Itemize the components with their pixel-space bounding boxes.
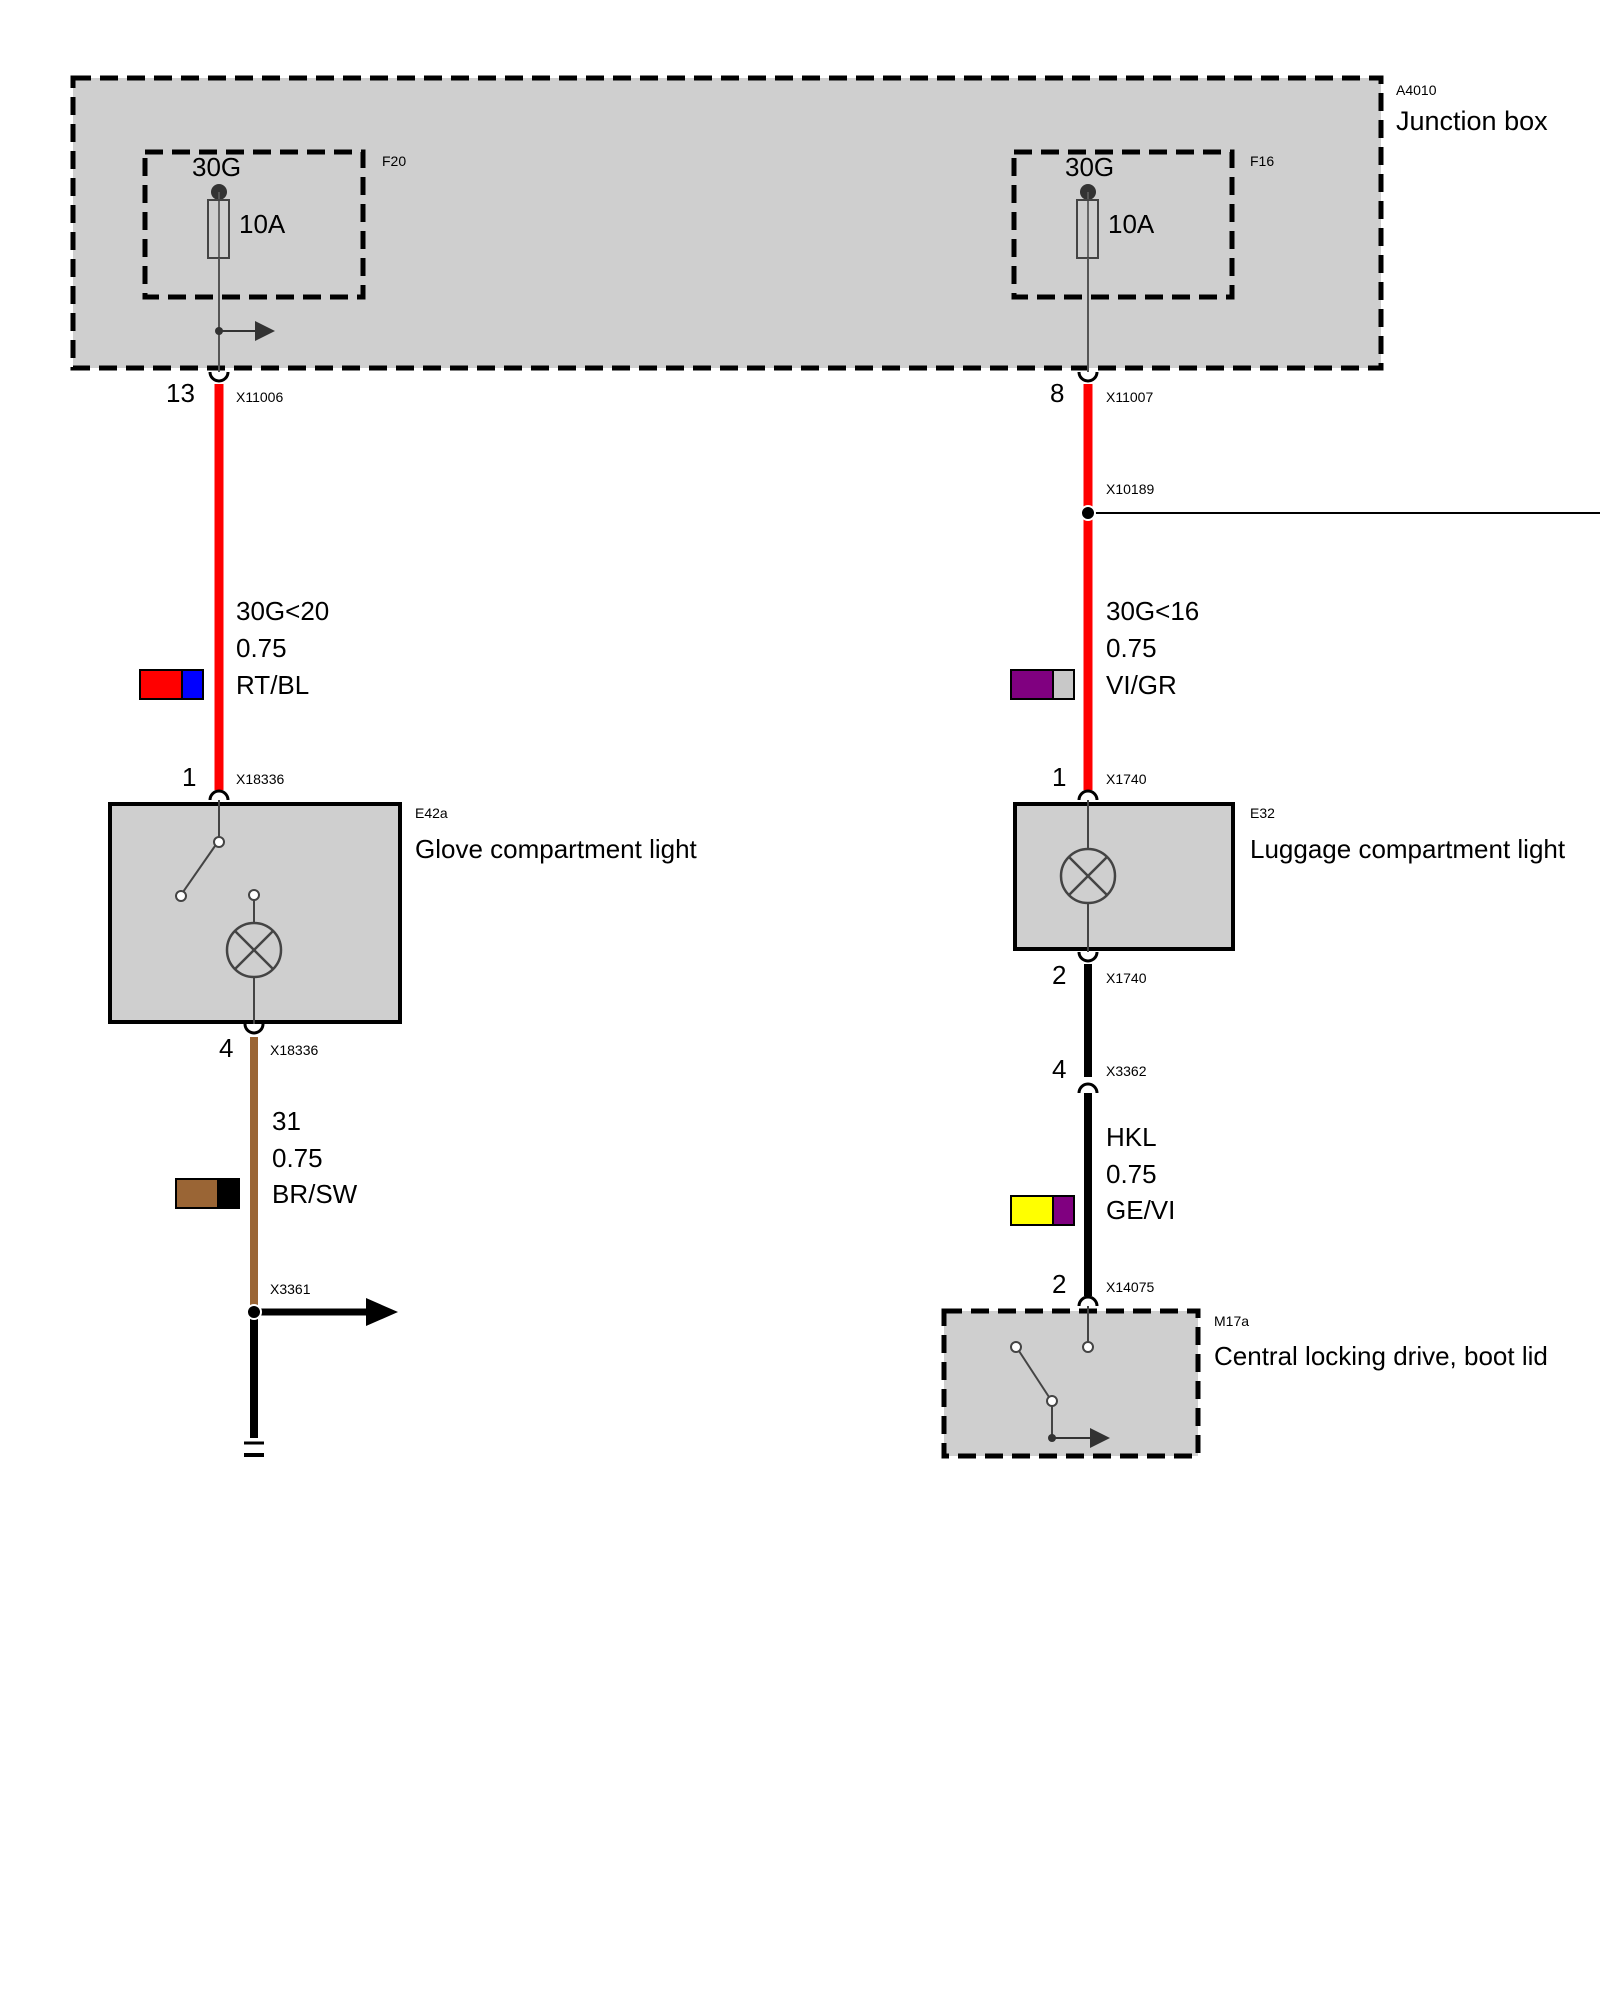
- splice-x3361-label: X3361: [270, 1281, 311, 1297]
- fuse-f20-terminal: 30G: [192, 152, 241, 182]
- fuse-f16-enclosure: [1011, 149, 1235, 300]
- connector-x11006-icon: [208, 371, 230, 383]
- junction-box: A4010 Junction box F20 30G 10A F16 30G: [70, 75, 1548, 372]
- luggage-compartment-light: E32 Luggage compartment light: [1013, 800, 1566, 952]
- connector-x1740-out-label: X1740: [1106, 970, 1147, 986]
- splice-x3361-dot: [246, 1304, 262, 1320]
- connector-x18336-out-icon: [243, 1023, 265, 1035]
- pin-1-label-e32: 1: [1052, 762, 1066, 792]
- fuse-f16-rating: 10A: [1108, 209, 1155, 239]
- m17a-contact-top: [1082, 1341, 1094, 1353]
- wire-color-swatch-vi-gr: [1010, 669, 1075, 700]
- wire-30g-16-signal: 30G<16: [1106, 596, 1199, 626]
- right-branch: 8 X11007 X10189 30G<16 0.75 VI/GR 1 X174…: [941, 371, 1600, 1459]
- glove-compartment-light: E42a Glove compartment light: [108, 800, 698, 1024]
- connector-x14075-icon: [1077, 1295, 1099, 1307]
- connector-x11006-label: X11006: [236, 389, 283, 405]
- wire-30g-20-color-code: RT/BL: [236, 670, 309, 700]
- pin-4-label-e42a: 4: [219, 1033, 233, 1063]
- connector-x1740-out-icon: [1077, 951, 1099, 963]
- pin-8-label: 8: [1050, 378, 1064, 408]
- connector-x3362-label: X3362: [1106, 1063, 1147, 1079]
- wire-30g-20-gauge: 0.75: [236, 633, 287, 663]
- fuse-f16-id: F16: [1250, 153, 1274, 169]
- wire-31-color-code: BR/SW: [272, 1179, 358, 1209]
- pin-2-label-e32: 2: [1052, 960, 1066, 990]
- wire-hkl-color-code: GE/VI: [1106, 1195, 1175, 1225]
- fuse-f16: F16 30G 10A: [1011, 149, 1274, 372]
- luggage-compartment-light-body: [1013, 802, 1235, 951]
- m17a-branch-arrow-icon: [1090, 1428, 1110, 1448]
- component-e32-id: E32: [1250, 805, 1275, 821]
- splice-x10189-dot: [1080, 505, 1096, 521]
- e42a-switch-contact-lamp: [248, 889, 260, 901]
- fuse-f20-branch-arrow-icon: [255, 321, 275, 341]
- wire-30g-16-gauge: 0.75: [1106, 633, 1157, 663]
- wire-30g-16-color-code: VI/GR: [1106, 670, 1177, 700]
- wire-color-swatch-ge-vi: [1010, 1195, 1075, 1226]
- wire-color-swatch-br-sw: [175, 1178, 240, 1209]
- splice-x3361-arrow-icon: [366, 1298, 398, 1326]
- connector-x18336-out-label: X18336: [270, 1042, 318, 1058]
- wire-color-swatch-rt-bl: [139, 669, 204, 700]
- junction-box-name: Junction box: [1396, 106, 1548, 136]
- wire-31-signal: 31: [272, 1106, 301, 1136]
- connector-x18336-in-label: X18336: [236, 771, 284, 787]
- fuse-f20-rating: 10A: [239, 209, 286, 239]
- component-m17a-id: M17a: [1214, 1313, 1249, 1329]
- wire-30g-20-signal: 30G<20: [236, 596, 329, 626]
- connector-x3362-icon: [1077, 1082, 1099, 1094]
- connector-x1740-in-label: X1740: [1106, 771, 1147, 787]
- component-m17a-name: Central locking drive, boot lid: [1214, 1341, 1548, 1371]
- wire-hkl-gauge: 0.75: [1106, 1159, 1157, 1189]
- fuse-f16-terminal: 30G: [1065, 152, 1114, 182]
- component-e42a-name: Glove compartment light: [415, 834, 698, 864]
- component-e42a-id: E42a: [415, 805, 448, 821]
- pin-13-label: 13: [166, 378, 195, 408]
- pin-1-label-e42a: 1: [182, 762, 196, 792]
- m17a-switch-pivot: [1046, 1395, 1058, 1407]
- pin-2-label-m17a: 2: [1052, 1269, 1066, 1299]
- e42a-switch-contact-free: [175, 890, 187, 902]
- pin-4-label-x3362: 4: [1052, 1054, 1066, 1084]
- connector-x1740-in-icon: [1077, 789, 1099, 801]
- junction-box-id: A4010: [1396, 82, 1437, 98]
- fuse-f20-enclosure: [142, 149, 366, 300]
- m17a-switch-icon: [1018, 1350, 1050, 1398]
- fuse-f20-id: F20: [382, 153, 406, 169]
- wire-31-gauge: 0.75: [272, 1143, 323, 1173]
- splice-x10189-label: X10189: [1106, 481, 1154, 497]
- e42a-switch-contact-top: [213, 836, 225, 848]
- connector-x18336-in-icon: [208, 789, 230, 801]
- fuse-f20: F20 30G 10A: [142, 149, 406, 372]
- connector-x14075-label: X14075: [1106, 1279, 1154, 1295]
- left-branch: 13 X11006 30G<20 0.75 RT/BL 1 X18336 E42…: [108, 371, 698, 1457]
- connector-x11007-icon: [1077, 371, 1099, 383]
- central-locking-drive-boot-lid: M17a Central locking drive, boot lid: [941, 1306, 1548, 1459]
- connector-x11007-label: X11007: [1106, 389, 1153, 405]
- e42a-switch-icon: [182, 845, 216, 893]
- wire-hkl-signal: HKL: [1106, 1122, 1157, 1152]
- junction-box-outline: [70, 75, 1384, 371]
- central-locking-drive-body: [941, 1308, 1201, 1459]
- m17a-switch-contact-free: [1010, 1341, 1022, 1353]
- component-e32-name: Luggage compartment light: [1250, 834, 1566, 864]
